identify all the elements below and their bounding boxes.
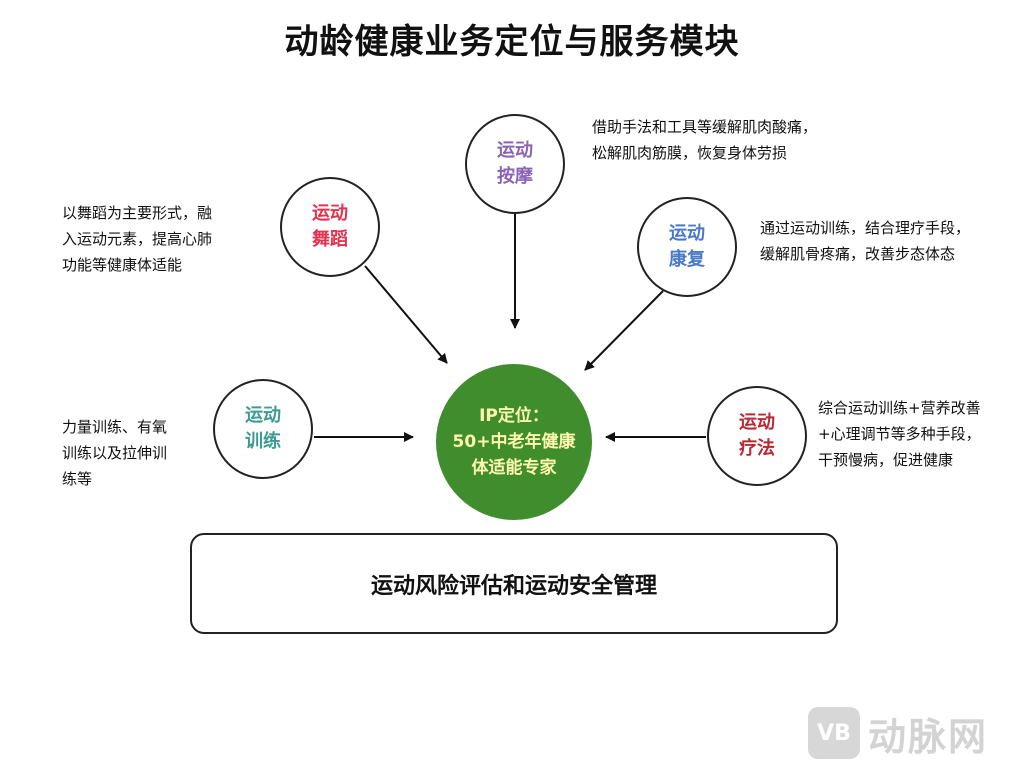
module-therapy-circle: 运动 疗法 [707, 386, 807, 486]
desc-line: 松解肌肉筋膜，恢复身体劳损 [592, 144, 788, 162]
module-massage-line2: 按摩 [497, 166, 533, 187]
desc-line: 缓解肌骨疼痛，改善步态体态 [760, 245, 956, 263]
watermark-logo-icon: VB [808, 707, 860, 759]
desc-line: 入运动元素，提高心肺 [62, 230, 213, 248]
watermark-text: 动脉网 [868, 714, 989, 759]
desc-line: 干预慢病，促进健康 [818, 451, 954, 469]
module-rehab-line1: 运动 [669, 223, 705, 244]
center-line2: 50+中老年健康 [452, 432, 576, 452]
desc-line: 力量训练、有氧 [62, 418, 168, 436]
desc-line: 训练以及拉伸训 [62, 444, 168, 462]
desc-line: 借助手法和工具等缓解肌肉酸痛， [592, 118, 818, 136]
module-therapy-line1: 运动 [739, 412, 775, 433]
module-therapy-line2: 疗法 [739, 438, 775, 459]
module-massage-description: 借助手法和工具等缓解肌肉酸痛， 松解肌肉筋膜，恢复身体劳损 [592, 114, 817, 166]
module-massage-line1: 运动 [497, 140, 533, 161]
module-dance-line1: 运动 [312, 203, 348, 224]
diagram-title: 动龄健康业务定位与服务模块 [284, 22, 740, 62]
desc-line: +心理调节等多种手段， [818, 425, 981, 443]
module-massage-circle: 运动 按摩 [465, 114, 565, 214]
module-dance-line2: 舞蹈 [312, 229, 348, 250]
module-rehab-line2: 康复 [669, 249, 705, 270]
module-rehab-description: 通过运动训练，结合理疗手段， 缓解肌骨疼痛，改善步态体态 [760, 215, 970, 267]
desc-line: 通过运动训练，结合理疗手段， [760, 219, 971, 237]
module-therapy-description: 综合运动训练+营养改善 +心理调节等多种手段， 干预慢病，促进健康 [818, 395, 981, 473]
desc-line: 练等 [62, 470, 93, 488]
risk-management-box: 运动风险评估和运动安全管理 [190, 533, 838, 634]
watermark: VB 动脉网 [808, 706, 988, 760]
desc-line: 以舞蹈为主要形式，融 [62, 204, 213, 222]
center-line1: IP定位： [479, 406, 549, 426]
module-rehab-circle: 运动 康复 [637, 197, 737, 297]
arrow-dance-to-center [364, 265, 448, 364]
module-training-description: 力量训练、有氧 训练以及拉伸训 练等 [62, 414, 167, 492]
module-dance-description: 以舞蹈为主要形式，融 入运动元素，提高心肺 功能等健康体适能 [62, 200, 212, 278]
desc-line: 功能等健康体适能 [62, 256, 183, 274]
center-line3: 体适能专家 [471, 458, 557, 478]
module-training-line2: 训练 [245, 431, 281, 452]
module-dance-circle: 运动 舞蹈 [280, 177, 380, 277]
risk-management-label: 运动风险评估和运动安全管理 [370, 573, 657, 599]
desc-line: 综合运动训练+营养改善 [818, 399, 981, 417]
arrow-rehab-to-center [584, 290, 664, 371]
ip-positioning-circle: IP定位： 50+中老年健康 体适能专家 [436, 364, 592, 520]
module-training-circle: 运动 训练 [213, 379, 313, 479]
watermark-logo-text: VB [817, 720, 851, 746]
module-training-line1: 运动 [245, 405, 281, 426]
